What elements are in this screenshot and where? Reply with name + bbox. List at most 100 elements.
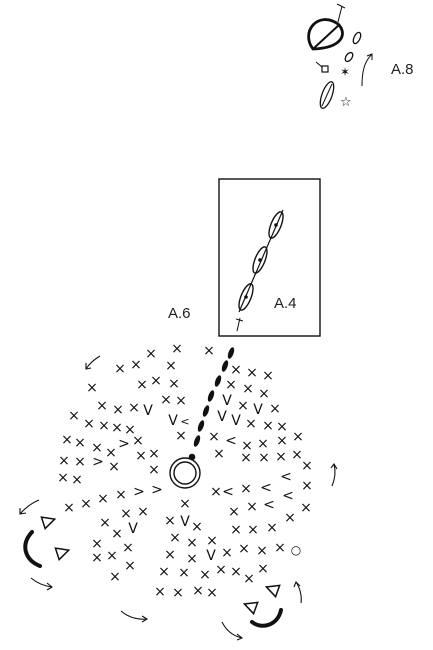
svg-text:×: × — [215, 562, 227, 578]
svg-text:×: × — [122, 540, 134, 556]
svg-text:×: × — [206, 585, 218, 601]
svg-text:×: × — [74, 454, 86, 470]
svg-text:×: × — [300, 500, 312, 516]
svg-text:V: V — [231, 413, 241, 429]
svg-text:×: × — [115, 487, 127, 503]
svg-text:<: < — [282, 488, 294, 504]
svg-text:×: × — [86, 380, 98, 396]
svg-text:×: × — [242, 381, 254, 397]
svg-text:×: × — [160, 392, 172, 408]
svg-text:×: × — [276, 419, 288, 435]
svg-text:×: × — [109, 569, 121, 585]
svg-text:V: V — [128, 521, 138, 537]
chain-icon: ○ — [291, 543, 301, 557]
svg-text:×: × — [291, 447, 303, 463]
svg-text:×: × — [258, 386, 270, 402]
svg-text:V: V — [217, 409, 227, 425]
svg-text:×: × — [83, 416, 95, 432]
svg-text:V: V — [180, 514, 190, 530]
svg-text:×: × — [120, 506, 132, 522]
svg-text:×: × — [164, 547, 176, 563]
star-icon: ☆ — [340, 95, 352, 110]
svg-text:×: × — [213, 446, 225, 462]
triangle-icons — [40, 516, 281, 616]
svg-text:×: × — [178, 565, 190, 581]
svg-text:V: V — [206, 548, 216, 564]
a4-leaves — [238, 209, 284, 313]
svg-text:×: × — [245, 416, 257, 432]
svg-text:×: × — [171, 341, 183, 357]
svg-text:×: × — [106, 548, 118, 564]
svg-text:V: V — [168, 413, 178, 429]
svg-text:×: × — [225, 377, 237, 393]
label-a8: A.8 — [391, 61, 414, 78]
svg-text:×: × — [130, 357, 142, 373]
svg-text:×: × — [91, 550, 103, 566]
svg-text:<: < — [263, 497, 275, 513]
svg-text:×: × — [124, 558, 136, 574]
svg-text:<: < — [225, 433, 237, 449]
svg-text:×: × — [91, 536, 103, 552]
svg-text:×: × — [135, 448, 147, 464]
svg-text:×: × — [247, 522, 259, 538]
svg-text:V: V — [253, 402, 263, 418]
svg-text:×: × — [238, 541, 250, 557]
svg-text:×: × — [169, 530, 181, 546]
svg-text:×: × — [274, 540, 286, 556]
svg-text:×: × — [175, 428, 187, 444]
label-a6: A.6 — [168, 305, 191, 322]
svg-text:×: × — [57, 470, 69, 486]
svg-text:×: × — [243, 571, 255, 587]
svg-text:×: × — [230, 362, 242, 378]
svg-text:×: × — [108, 459, 120, 475]
svg-text:×: × — [230, 564, 242, 580]
svg-text:×: × — [97, 491, 109, 507]
svg-text:×: × — [58, 453, 70, 469]
svg-text:×: × — [96, 398, 108, 414]
svg-text:×: × — [203, 343, 215, 359]
svg-text:×: × — [74, 435, 86, 451]
a4-box: A.4 — [218, 178, 321, 337]
thick-arc-bottom — [250, 608, 283, 628]
svg-text:×: × — [179, 496, 191, 512]
a6-circle-chart: ××× ××× ××× ××× ××× VV× < ××× ××× > ××× … — [19, 341, 338, 641]
svg-text:×: × — [210, 484, 222, 500]
svg-text:×: × — [208, 429, 220, 445]
svg-text:×: × — [199, 567, 211, 583]
label-a4: A.4 — [274, 295, 297, 312]
svg-text:×: × — [112, 402, 124, 418]
svg-text:×: × — [258, 450, 270, 466]
svg-text:×: × — [164, 513, 176, 529]
svg-text:×: × — [221, 545, 233, 561]
svg-text:×: × — [132, 433, 144, 449]
svg-text:×: × — [61, 432, 73, 448]
svg-text:×: × — [168, 376, 180, 392]
svg-text:<: < — [180, 415, 189, 428]
thick-arc-left — [23, 530, 42, 568]
svg-text:×: × — [158, 564, 170, 580]
svg-text:×: × — [246, 365, 258, 381]
svg-text:×: × — [172, 585, 184, 601]
svg-text:×: × — [262, 418, 274, 434]
svg-text:×: × — [114, 361, 126, 377]
svg-text:>: > — [133, 484, 145, 500]
svg-text:×: × — [230, 522, 242, 538]
svg-text:×: × — [111, 420, 123, 436]
svg-text:V: V — [222, 393, 232, 409]
svg-text:×: × — [241, 438, 253, 454]
svg-text:×: × — [154, 584, 166, 600]
solid-star-icon: ✶ — [340, 65, 350, 79]
svg-text:×: × — [275, 449, 287, 465]
svg-text:×: × — [192, 583, 204, 599]
svg-text:×: × — [175, 393, 187, 409]
svg-text:×: × — [63, 500, 75, 516]
svg-text:×: × — [128, 400, 140, 416]
svg-text:×: × — [99, 515, 111, 531]
svg-text:×: × — [148, 462, 160, 478]
svg-text:×: × — [145, 346, 157, 362]
svg-text:×: × — [266, 520, 278, 536]
svg-text:×: × — [276, 433, 288, 449]
svg-text:×: × — [228, 504, 240, 520]
svg-text:<: < — [260, 480, 272, 496]
svg-text:×: × — [91, 440, 103, 456]
